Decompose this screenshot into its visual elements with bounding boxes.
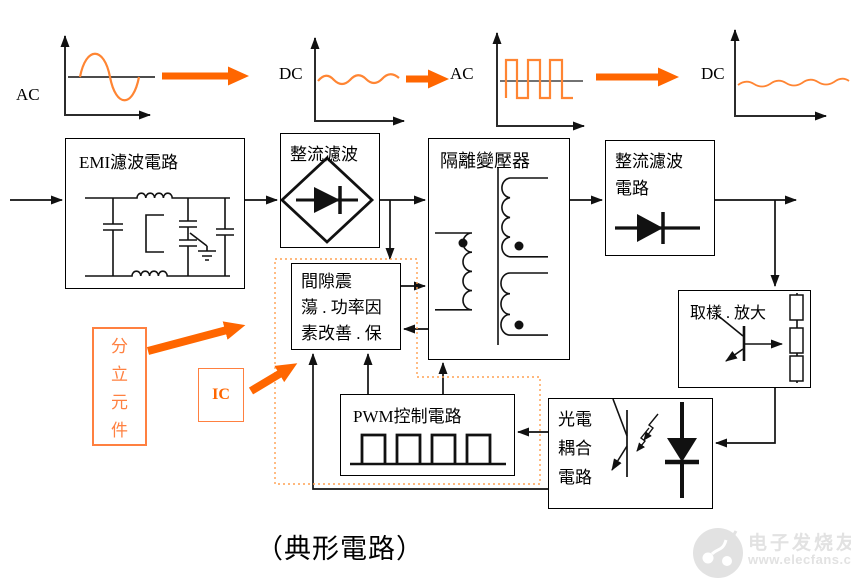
ic-arrow-icon <box>248 363 298 395</box>
ic-box: IC <box>198 368 244 422</box>
output-rectifier-block: 整流濾波 電路 <box>605 140 715 256</box>
discrete-char-2: 立 <box>111 365 128 384</box>
pwm-pulse-train-icon <box>350 433 506 466</box>
elecfans-logo-icon <box>693 528 743 578</box>
optocoupler-line3: 電路 <box>558 468 592 487</box>
discrete-char-4: 件 <box>111 421 128 440</box>
ripple-wave-icon <box>317 73 400 86</box>
output-diode-icon <box>615 212 700 244</box>
optocoupler-icon <box>611 398 699 498</box>
discrete-region-dotted-outline <box>274 258 541 485</box>
emi-filter-circuit-icon <box>85 192 234 277</box>
oscillator-line2: 蕩 . 功率因 <box>301 298 382 317</box>
wave3-label: AC <box>450 64 474 83</box>
emi-filter-block: EMI濾波電路 <box>65 138 245 289</box>
wave4-label: DC <box>701 64 725 83</box>
rectifier-filter-block: 整流濾波 <box>280 133 380 248</box>
pwm-control-block: PWM控制電路 <box>340 394 515 476</box>
optocoupler-block: 光電 耦合 電路 <box>548 398 713 509</box>
discrete-components-arrow-icon <box>146 321 246 355</box>
transformer-windings-icon <box>435 167 548 345</box>
sine-wave-icon <box>78 52 141 102</box>
waveform-graph-ac-sine <box>60 35 155 120</box>
output-rectifier-title-line2: 電路 <box>615 179 649 198</box>
oscillator-line1: 間隙震 <box>301 272 352 291</box>
connection-lines <box>10 195 797 490</box>
sampling-amplifier-title: 取樣 . 放大 <box>690 305 767 322</box>
ic-label: IC <box>212 386 230 403</box>
dc-ripple-icon <box>737 77 850 88</box>
waveform-graph-dc-flat <box>730 29 850 121</box>
bridge-rectifier-icon <box>279 156 375 244</box>
optocoupler-line1: 光電 <box>558 410 592 429</box>
rectifier-filter-title: 整流濾波 <box>290 145 358 164</box>
isolation-transformer-block: 隔離變壓器 <box>428 138 570 360</box>
waveform-graph-ac-square <box>492 32 585 131</box>
watermark-brand: 电子发烧友 <box>748 533 851 554</box>
discrete-components-box: 分 立 元 件 <box>92 327 147 446</box>
watermark-site: www.elecfans.com <box>748 552 851 567</box>
wave2-label: DC <box>279 64 303 83</box>
caption: （典形電路） <box>256 534 424 564</box>
discrete-char-3: 元 <box>111 393 128 412</box>
sampling-transistor-icon <box>715 293 804 383</box>
isolation-transformer-title: 隔離變壓器 <box>440 151 530 171</box>
oscillator-line3: 素改善 . 保 <box>301 324 382 343</box>
optocoupler-line2: 耦合 <box>558 439 592 458</box>
wave1-label: AC <box>16 85 40 104</box>
output-rectifier-title-line1: 整流濾波 <box>615 152 683 171</box>
square-wave-icon <box>504 58 573 100</box>
emi-filter-title: EMI濾波電路 <box>79 153 179 172</box>
sampling-amplifier-block: 取樣 . 放大 <box>678 290 811 388</box>
pwm-control-title: PWM控制電路 <box>353 407 462 426</box>
oscillator-pfc-block: 間隙震 蕩 . 功率因 素改善 . 保 <box>291 263 401 350</box>
waveform-graph-dc-ripple <box>310 37 405 126</box>
discrete-char-1: 分 <box>111 337 128 356</box>
